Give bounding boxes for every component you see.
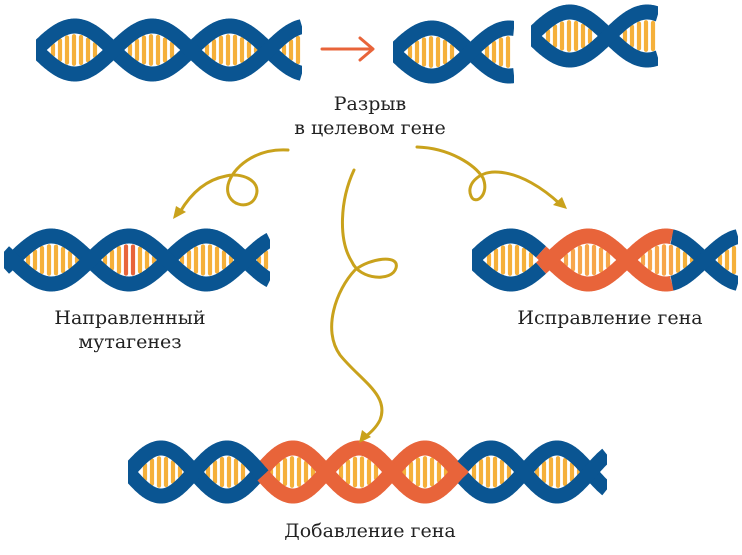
break-label-line1: Разрыв: [333, 93, 407, 115]
correction-label: Исправление гена: [495, 306, 725, 330]
break-label: Разрыв в целевом гене: [270, 92, 470, 140]
backbone-strand-b: [4, 228, 270, 292]
curly-arrow-to-correction: [415, 145, 567, 209]
arrowhead-icon: [359, 430, 371, 443]
mutagenesis-label-line2: мутагенез: [78, 331, 182, 353]
dna-added: [128, 440, 607, 504]
curly-arrow-path: [330, 168, 398, 439]
backbone-strand-a: [535, 228, 675, 292]
backbone-strand-a: [531, 4, 658, 68]
arrowhead-icon: [553, 197, 567, 209]
dna-intact: [36, 18, 302, 82]
curly-arrow-to-mutagenesis: [173, 148, 290, 219]
dna-corrected: [472, 228, 738, 292]
dna-broken-left: [393, 20, 514, 84]
backbone-strand-a: [36, 18, 302, 82]
backbone-strand-b: [257, 440, 469, 504]
mutagenesis-label-line1: Направленный: [54, 307, 206, 329]
backbone-strand-b: [535, 228, 675, 292]
backbone-strand-b: [128, 440, 269, 504]
backbone-strand-b: [457, 440, 607, 504]
curly-arrow-path: [178, 148, 290, 214]
curly-arrow-to-addition: [330, 168, 398, 443]
backbone-strand-a: [393, 20, 514, 84]
backbone-strand-a: [4, 228, 270, 292]
backbone-strand-b: [472, 254, 547, 292]
backbone-strand-a: [472, 228, 547, 266]
arrowhead-icon: [173, 206, 186, 219]
correction-label-line1: Исправление гена: [517, 307, 703, 329]
backbone-strand-b: [36, 18, 302, 82]
backbone-strand-a: [457, 440, 607, 504]
dna-mutated: [4, 228, 270, 292]
backbone-strand-b: [531, 4, 658, 68]
right-arrow-icon: [320, 36, 375, 62]
backbone-strand-b: [393, 20, 514, 84]
curly-arrow-path: [415, 145, 562, 206]
dna-broken-right: [531, 4, 658, 68]
addition-label-line1: Добавление гена: [284, 520, 456, 542]
backbone-strand-b: [670, 229, 738, 291]
mutagenesis-label: Направленный мутагенез: [20, 306, 240, 354]
addition-label: Добавление гена: [255, 519, 485, 543]
break-label-line2: в целевом гене: [294, 117, 446, 139]
backbone-strand-a: [257, 440, 469, 504]
